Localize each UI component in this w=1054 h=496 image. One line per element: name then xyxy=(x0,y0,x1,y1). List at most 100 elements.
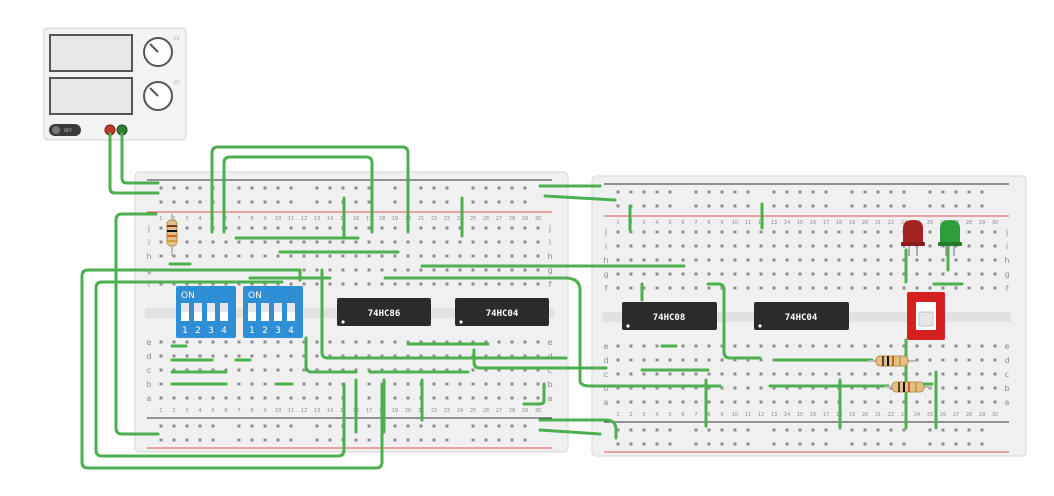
rail-hole[interactable] xyxy=(432,200,436,204)
hole[interactable] xyxy=(993,258,997,262)
hole[interactable] xyxy=(315,354,319,358)
hole[interactable] xyxy=(811,400,815,404)
hole[interactable] xyxy=(328,268,332,272)
hole[interactable] xyxy=(837,244,841,248)
rail-hole[interactable] xyxy=(733,428,737,432)
hole[interactable] xyxy=(393,354,397,358)
wire-top-link-2[interactable] xyxy=(543,194,617,202)
hole[interactable] xyxy=(720,286,724,290)
hole[interactable] xyxy=(172,282,176,286)
hole[interactable] xyxy=(432,396,436,400)
rail-hole[interactable] xyxy=(497,200,501,204)
rail-hole[interactable] xyxy=(980,204,984,208)
hole[interactable] xyxy=(876,286,880,290)
rail-hole[interactable] xyxy=(980,428,984,432)
hole[interactable] xyxy=(616,286,620,290)
rail-hole[interactable] xyxy=(315,186,319,190)
rail-hole[interactable] xyxy=(668,428,672,432)
hole[interactable] xyxy=(759,244,763,248)
hole[interactable] xyxy=(616,230,620,234)
hole[interactable] xyxy=(237,240,241,244)
hole[interactable] xyxy=(471,240,475,244)
hole[interactable] xyxy=(889,286,893,290)
hole[interactable] xyxy=(759,358,763,362)
hole[interactable] xyxy=(824,258,828,262)
hole[interactable] xyxy=(445,368,449,372)
hole[interactable] xyxy=(681,258,685,262)
hole[interactable] xyxy=(928,272,932,276)
hole[interactable] xyxy=(668,286,672,290)
rail-hole[interactable] xyxy=(484,200,488,204)
hole[interactable] xyxy=(510,396,514,400)
hole[interactable] xyxy=(941,386,945,390)
hole[interactable] xyxy=(733,400,737,404)
hole[interactable] xyxy=(198,354,202,358)
hole[interactable] xyxy=(668,400,672,404)
rail-hole[interactable] xyxy=(941,190,945,194)
hole[interactable] xyxy=(772,272,776,276)
hole[interactable] xyxy=(915,400,919,404)
hole[interactable] xyxy=(655,400,659,404)
chip-74hc04[interactable]: 74HC04 xyxy=(455,298,549,326)
hole[interactable] xyxy=(668,244,672,248)
hole[interactable] xyxy=(928,244,932,248)
hole[interactable] xyxy=(954,286,958,290)
hole[interactable] xyxy=(432,268,436,272)
hole[interactable] xyxy=(471,396,475,400)
hole[interactable] xyxy=(289,368,293,372)
hole[interactable] xyxy=(185,254,189,258)
rail-hole[interactable] xyxy=(211,424,215,428)
hole[interactable] xyxy=(289,282,293,286)
hole[interactable] xyxy=(759,344,763,348)
hole[interactable] xyxy=(863,230,867,234)
hole[interactable] xyxy=(354,354,358,358)
hole[interactable] xyxy=(458,368,462,372)
hole[interactable] xyxy=(720,272,724,276)
hole[interactable] xyxy=(902,286,906,290)
hole[interactable] xyxy=(458,226,462,230)
hole[interactable] xyxy=(889,344,893,348)
hole[interactable] xyxy=(655,230,659,234)
hole[interactable] xyxy=(811,244,815,248)
rail-hole[interactable] xyxy=(824,428,828,432)
hole[interactable] xyxy=(237,226,241,230)
hole[interactable] xyxy=(746,286,750,290)
rail-hole[interactable] xyxy=(785,442,789,446)
hole[interactable] xyxy=(733,358,737,362)
hole[interactable] xyxy=(629,400,633,404)
rail-hole[interactable] xyxy=(198,186,202,190)
rail-hole[interactable] xyxy=(642,442,646,446)
hole[interactable] xyxy=(941,272,945,276)
rail-hole[interactable] xyxy=(954,190,958,194)
hole[interactable] xyxy=(616,372,620,376)
hole[interactable] xyxy=(198,368,202,372)
chip-74hc08[interactable]: 74HC08 xyxy=(622,302,717,330)
hole[interactable] xyxy=(263,254,267,258)
rail-hole[interactable] xyxy=(616,442,620,446)
hole[interactable] xyxy=(681,244,685,248)
rail-hole[interactable] xyxy=(850,190,854,194)
hole[interactable] xyxy=(993,230,997,234)
rail-hole[interactable] xyxy=(863,204,867,208)
hole[interactable] xyxy=(302,254,306,258)
hole[interactable] xyxy=(445,226,449,230)
hole[interactable] xyxy=(523,368,527,372)
hole[interactable] xyxy=(837,344,841,348)
hole[interactable] xyxy=(785,372,789,376)
hole[interactable] xyxy=(458,382,462,386)
hole[interactable] xyxy=(993,372,997,376)
hole[interactable] xyxy=(497,340,501,344)
hole[interactable] xyxy=(315,396,319,400)
hole[interactable] xyxy=(902,344,906,348)
hole[interactable] xyxy=(837,372,841,376)
hole[interactable] xyxy=(302,396,306,400)
rail-hole[interactable] xyxy=(523,424,527,428)
hole[interactable] xyxy=(655,286,659,290)
rail-hole[interactable] xyxy=(655,190,659,194)
rail-hole[interactable] xyxy=(159,438,163,442)
rail-hole[interactable] xyxy=(876,204,880,208)
hole[interactable] xyxy=(445,382,449,386)
rail-hole[interactable] xyxy=(902,428,906,432)
rail-hole[interactable] xyxy=(185,186,189,190)
rail-hole[interactable] xyxy=(198,438,202,442)
